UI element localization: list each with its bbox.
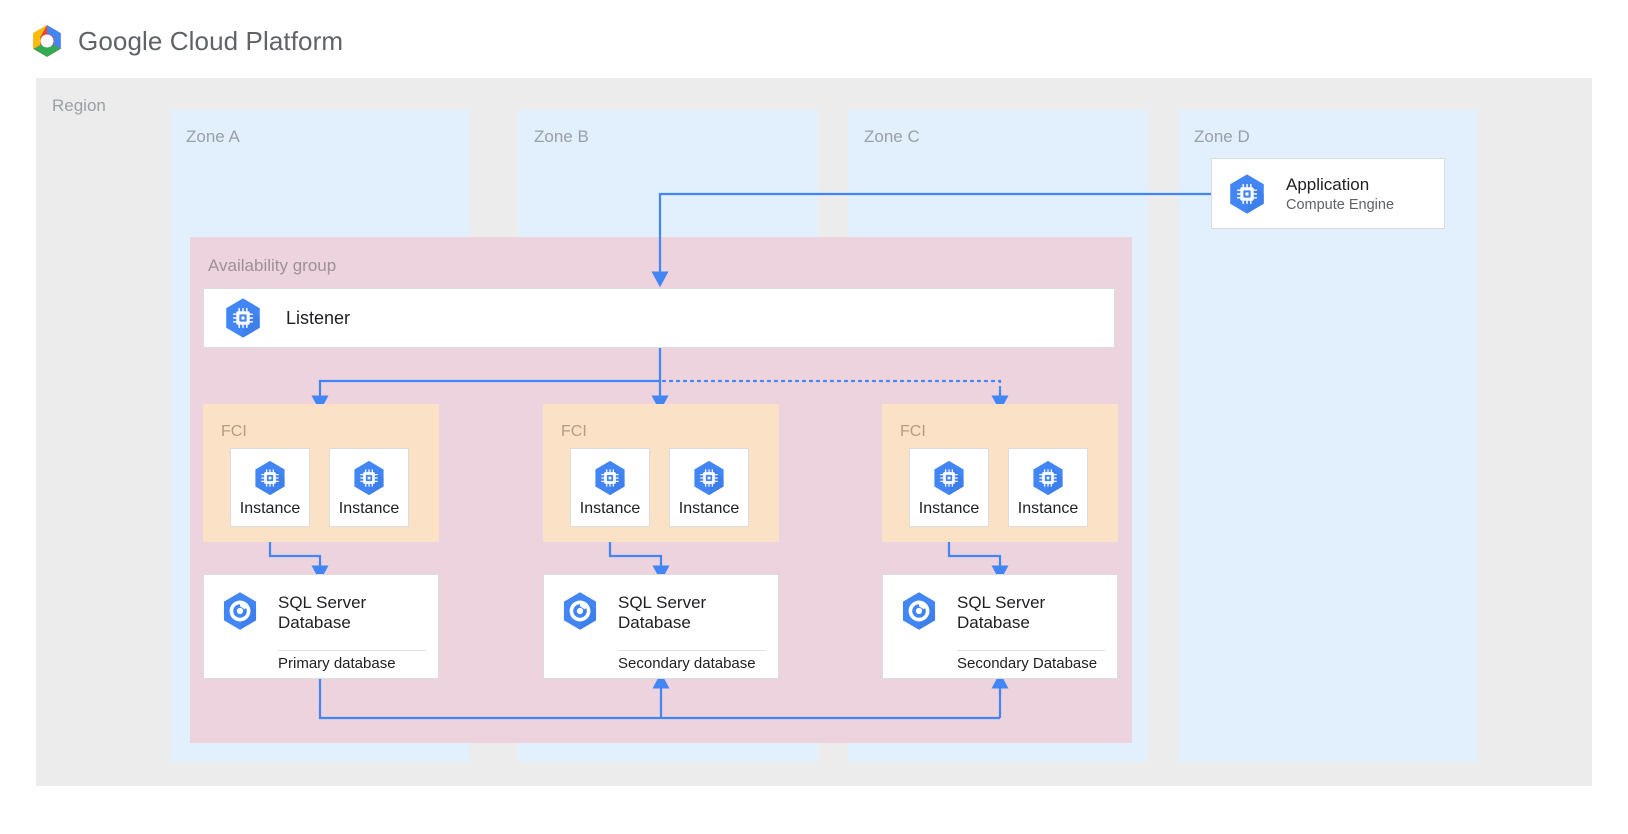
listener-title: Listener [286,307,351,328]
fci-group-a: FCI Instance [203,404,439,542]
instance-label: Instance [1017,499,1079,517]
database-c-role: Secondary Database [957,655,1098,672]
region-label: Region [52,96,106,115]
fci-b-label: FCI [561,423,587,440]
compute-engine-icon [689,458,729,498]
brand-google: Google [78,25,163,56]
database-card-b[interactable]: SQL Server Database Secondary database [543,574,779,679]
compute-engine-icon [1224,171,1270,217]
instance-c1[interactable]: Instance [909,448,989,527]
fci-a-label: FCI [221,423,247,440]
database-b-role: Secondary database [618,655,756,672]
sql-server-database-icon [558,589,602,633]
fci-c-label: FCI [900,423,926,440]
compute-engine-icon [349,458,389,498]
zone-d-label: Zone D [1194,127,1250,146]
gcp-header: Google Cloud Platform [28,22,343,60]
zone-a-label: Zone A [186,127,240,146]
database-c-divider [957,650,1105,651]
zone-b-label: Zone B [534,127,589,146]
compute-engine-icon [250,458,290,498]
application-subtitle: Compute Engine [1286,196,1395,213]
instance-label: Instance [918,499,980,517]
instance-a2[interactable]: Instance [329,448,409,527]
database-a-head: SQL Server Database [218,589,438,633]
compute-engine-icon [929,458,969,498]
database-b-divider [618,650,766,651]
instance-b2[interactable]: Instance [669,448,749,527]
gcp-wordmark: Google Cloud Platform [78,26,343,57]
application-text: Application Compute Engine [1286,175,1394,213]
compute-engine-icon [590,458,630,498]
application-title: Application [1286,174,1370,194]
zone-c-label: Zone C [864,127,920,146]
availability-group-label: Availability group [208,256,337,275]
fci-group-c: FCI Instance [882,404,1118,542]
database-c-title: SQL Server Database [957,593,1046,632]
gcp-logo-icon [28,22,66,60]
database-b-title: SQL Server Database [618,593,707,632]
database-card-c[interactable]: SQL Server Database Secondary Database [882,574,1118,679]
instance-label: Instance [239,499,301,517]
instance-label: Instance [579,499,641,517]
database-c-head: SQL Server Database [897,589,1117,633]
brand-cloud-platform: Cloud Platform [162,25,344,56]
compute-engine-icon [1028,458,1068,498]
compute-engine-icon [220,295,266,341]
sql-server-database-icon [897,589,941,633]
instance-label: Instance [338,499,400,517]
application-card[interactable]: Application Compute Engine [1211,158,1445,229]
database-a-role: Primary database [278,655,396,672]
instance-a1[interactable]: Instance [230,448,310,527]
database-card-a[interactable]: SQL Server Database Primary database [203,574,439,679]
instance-c2[interactable]: Instance [1008,448,1088,527]
instance-label: Instance [678,499,740,517]
fci-group-b: FCI Instance [543,404,779,542]
database-a-title: SQL Server Database [278,593,367,632]
sql-server-database-icon [218,589,262,633]
listener-card[interactable]: Listener [203,288,1115,348]
instance-b1[interactable]: Instance [570,448,650,527]
database-a-divider [278,650,426,651]
database-b-head: SQL Server Database [558,589,778,633]
